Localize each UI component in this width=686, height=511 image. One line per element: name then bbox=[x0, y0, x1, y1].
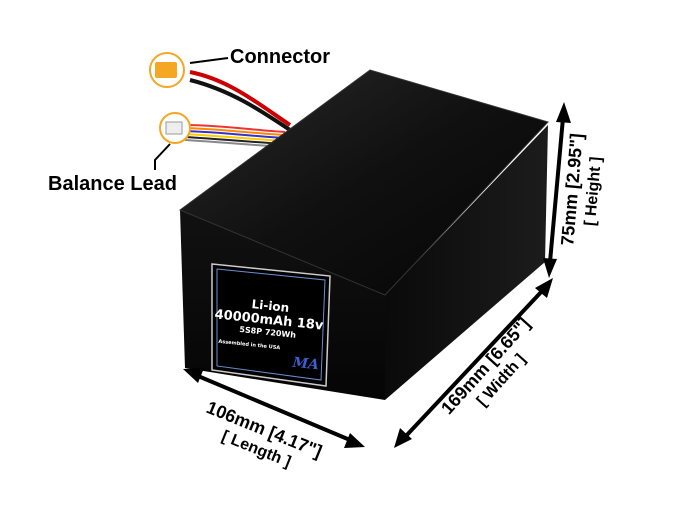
balance-lead-icon bbox=[159, 112, 191, 144]
battery-label: Li-ion 40000mAh 18v 5S8P 720Wh Assembled… bbox=[211, 263, 331, 387]
label-logo: MA bbox=[291, 355, 320, 374]
label-chemistry: Li-ion bbox=[251, 297, 290, 315]
balance-lead-callout: Balance Lead bbox=[48, 173, 177, 195]
dimension-arrows bbox=[183, 102, 571, 448]
height-label: [ Height ] bbox=[582, 156, 605, 227]
wires bbox=[184, 70, 292, 148]
connector-callout: Connector bbox=[230, 46, 330, 68]
connector-icon bbox=[149, 52, 185, 88]
